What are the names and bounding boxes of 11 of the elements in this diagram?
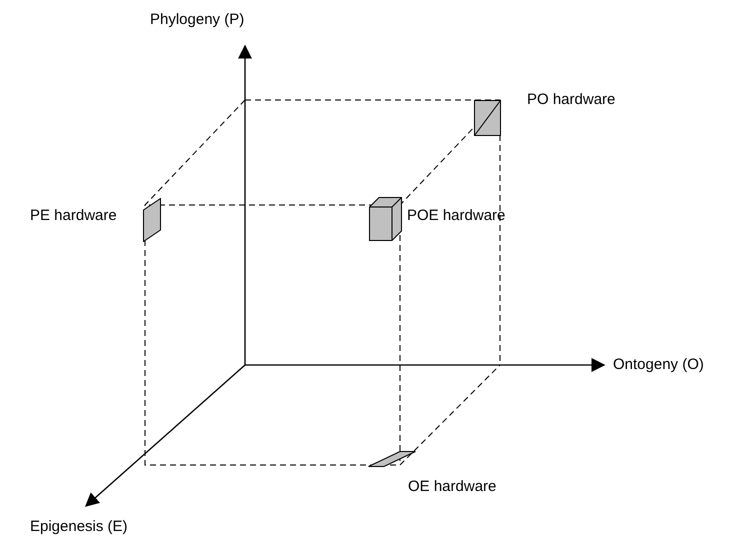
axis-label: Epigenesis (E) <box>30 518 128 536</box>
hardware-block <box>474 100 501 136</box>
hardware-label: OE hardware <box>408 478 496 496</box>
hardware-label: PO hardware <box>527 91 616 109</box>
axis-label: Ontogeny (O) <box>613 356 704 374</box>
axis-label: Phylogeny (P) <box>150 11 244 29</box>
hardware-label: POE hardware <box>407 207 506 225</box>
hardware-label: PE hardware <box>30 207 117 225</box>
hardware-block <box>369 197 402 241</box>
hardware-block <box>143 198 161 242</box>
hardware-block <box>368 451 416 467</box>
